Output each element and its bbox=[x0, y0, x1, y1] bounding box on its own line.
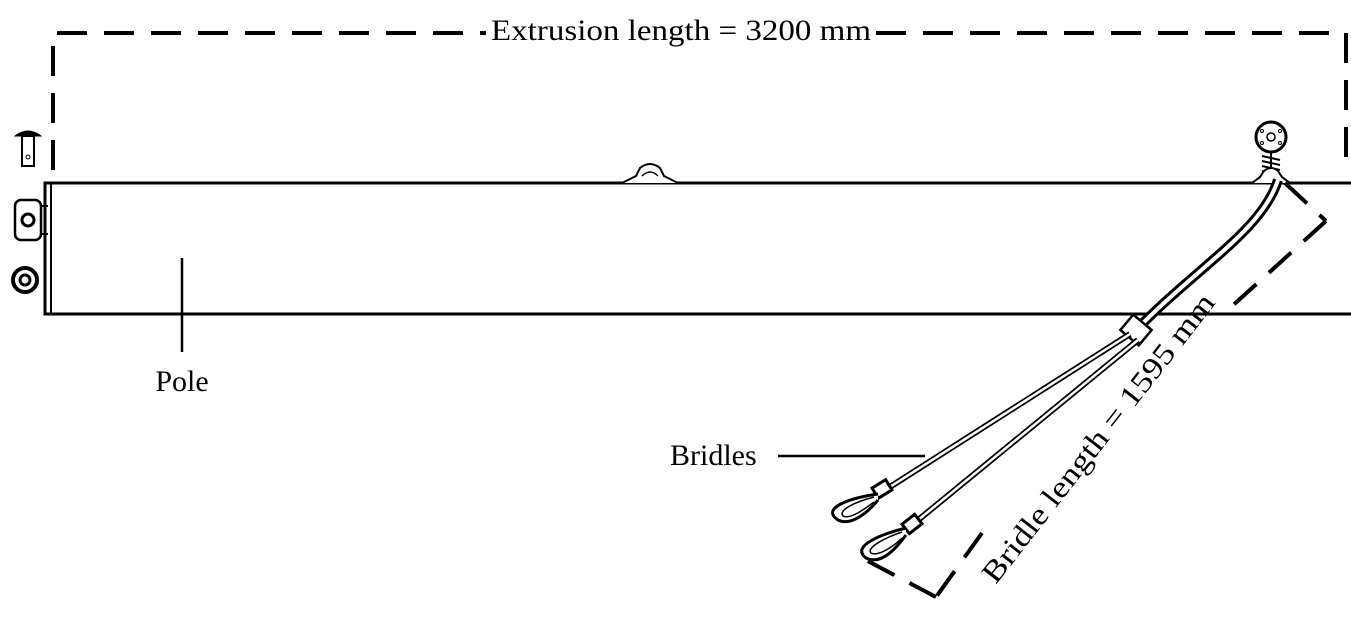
extrusion-dimension-left bbox=[51, 31, 486, 170]
swivel-clip-icon bbox=[1251, 167, 1291, 184]
bridles-label: Bridles bbox=[670, 439, 757, 472]
swivel-eye-icon bbox=[1254, 120, 1288, 154]
pin-icon bbox=[13, 130, 43, 167]
extrusion-dimension-right bbox=[876, 31, 1348, 170]
pole-body bbox=[43, 181, 1351, 316]
thimble-loop-1 bbox=[831, 477, 895, 524]
bridle-leg-1-core bbox=[881, 332, 1131, 494]
end-plate-icon bbox=[13, 198, 48, 242]
center-clip-icon bbox=[621, 163, 679, 184]
bridle-length-dimension bbox=[861, 181, 1328, 599]
pole-label: Pole bbox=[155, 365, 208, 398]
thimble-loop-2 bbox=[860, 512, 925, 562]
bridle-main-cable-core bbox=[1136, 179, 1280, 330]
extrusion-dimension bbox=[51, 31, 1348, 170]
bridle-leg-2-core bbox=[911, 339, 1139, 526]
pole bbox=[43, 181, 1351, 316]
bridle-length-label: Bridle length = 1595 mm bbox=[975, 287, 1221, 589]
extrusion-length-label: Extrusion length = 3200 mm bbox=[491, 14, 871, 47]
end-knob-icon bbox=[11, 266, 39, 294]
bridle-legs bbox=[880, 331, 1140, 528]
center-clip-inner bbox=[641, 171, 659, 177]
